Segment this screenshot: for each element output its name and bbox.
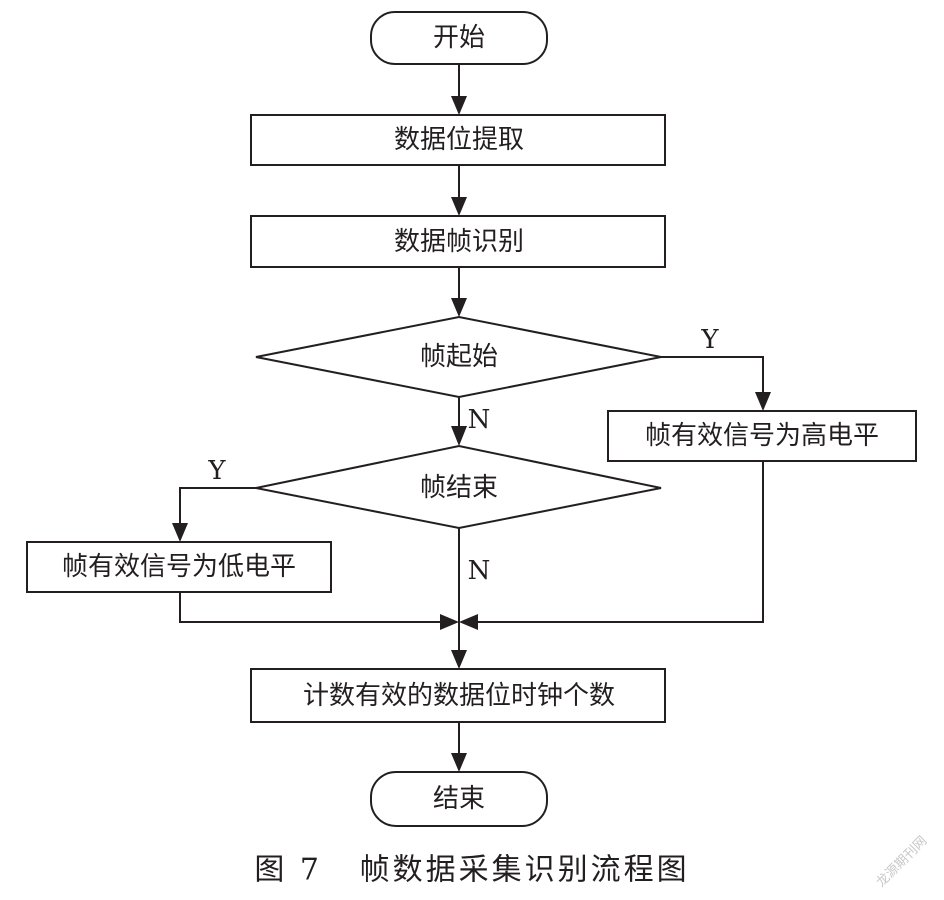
arrowhead — [172, 523, 188, 542]
valid-high-label: 帧有效信号为高电平 — [645, 421, 879, 451]
end-terminator — [370, 771, 548, 827]
frame-end-yes-label: Y — [207, 456, 226, 486]
valid-low-label: 帧有效信号为低电平 — [62, 552, 296, 582]
extract-bits-box — [250, 114, 666, 166]
frame-identify-label: 数据帧识别 — [394, 227, 524, 257]
arrowhead — [451, 197, 467, 216]
frame-end-label: 帧结束 — [420, 473, 498, 503]
count-clocks-box — [250, 668, 666, 723]
start-label: 开始 — [433, 23, 485, 53]
valid-high-box — [607, 410, 917, 462]
arrowhead — [451, 753, 467, 772]
count-clocks-label: 计数有效的数据位时钟个数 — [303, 681, 615, 711]
frame-start-yes-label: Y — [700, 325, 719, 355]
edge-valid-low-to-merge — [179, 592, 442, 623]
edge-valid-high-to-merge — [476, 461, 764, 623]
arrowhead — [451, 96, 467, 115]
frame-end-decision — [255, 444, 662, 530]
valid-low-box — [26, 541, 332, 593]
extract-bits-label: 数据位提取 — [394, 125, 524, 155]
arrowhead — [451, 298, 467, 317]
arrowhead — [459, 614, 478, 630]
arrowhead — [755, 392, 771, 411]
frame-end-no-label: N — [468, 556, 491, 586]
watermark: 龙源期刊网 — [874, 834, 931, 891]
edge-frame-start-yes — [661, 356, 764, 394]
arrowhead — [440, 614, 459, 630]
frame-start-no-label: N — [468, 405, 491, 435]
edge-frame-end-yes — [179, 487, 256, 525]
end-label: 结束 — [433, 784, 485, 814]
arrowhead — [451, 426, 467, 446]
figure-caption: 图 7 帧数据采集识别流程图 — [254, 853, 689, 888]
arrowhead — [451, 650, 467, 669]
frame-start-label: 帧起始 — [420, 342, 498, 372]
